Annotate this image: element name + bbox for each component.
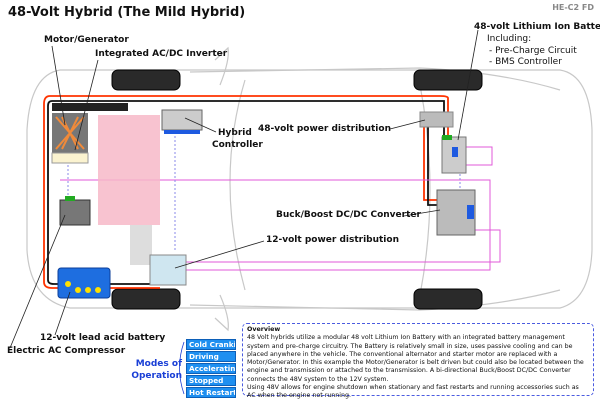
label-hybrid-controller-1: Hybrid [218,128,252,138]
label-12v-distribution: 12-volt power distribution [266,235,399,245]
page-title: 48-Volt Hybrid (The Mild Hybrid) [8,5,246,20]
hybrid-controller [161,109,203,134]
modes-list: Cold Cranking Driving Accelerating Stopp… [186,339,236,399]
modes-label-line2: Operation [131,371,182,381]
signal-wires [67,132,461,250]
engine [98,115,160,225]
tire-front-right [111,288,181,310]
buck-boost-converter [436,189,476,236]
label-precharge: - Pre-Charge Circuit [489,46,577,56]
label-ac-compressor: Electric AC Compressor [7,346,126,356]
modes-label-line1: Modes of [135,359,182,369]
wiring-48v [43,95,449,289]
label-inverter: Integrated AC/DC Inverter [95,49,228,59]
leader-lines [9,29,479,395]
label-motor-generator: Motor/Generator [44,35,129,45]
motor-generator [51,103,128,164]
mode-hot-restart-button[interactable]: Hot Restart [186,387,236,398]
tire-rear-left [413,69,483,91]
wiring-12v [60,146,501,271]
overview-paragraph-2: Using 48V allows for engine shutdown whe… [247,384,579,400]
car-outline [26,46,593,332]
mode-driving-button[interactable]: Driving [186,351,236,362]
label-48v-battery: 48-volt Lithium Ion Battery [474,22,600,32]
overview-heading: Overview [247,326,281,333]
tire-front-left [111,69,181,91]
tire-rear-right [413,288,483,310]
distribution-12v-box [149,254,187,286]
ac-compressor [59,196,91,226]
label-buck-boost: Buck/Boost DC/DC Converter [276,210,421,220]
label-12v-battery: 12-volt lead acid battery [40,333,166,343]
overview-paragraph-1: 48 Volt hybrids utilize a modular 48 vol… [247,334,584,383]
overview-panel: Overview 48 Volt hybrids utilize a modul… [242,323,594,399]
battery-12v [57,267,111,299]
label-bms: - BMS Controller [489,57,562,67]
tires [111,69,483,310]
logo: HE-C2 FD [552,3,594,12]
label-including: Including: [487,34,532,44]
modes-label: Modes of Operation [130,358,182,382]
lithium-battery [441,135,467,174]
mode-accelerating-button[interactable]: Accelerating [186,363,236,374]
label-hybrid-controller-2: Controller [212,140,263,150]
mode-stopped-button[interactable]: Stopped [186,375,236,386]
distribution-48v-box [419,111,454,128]
label-48v-distribution: 48-volt power distribution [258,124,391,134]
mode-cold-cranking-button[interactable]: Cold Cranking [186,339,236,350]
transmission [130,225,152,265]
